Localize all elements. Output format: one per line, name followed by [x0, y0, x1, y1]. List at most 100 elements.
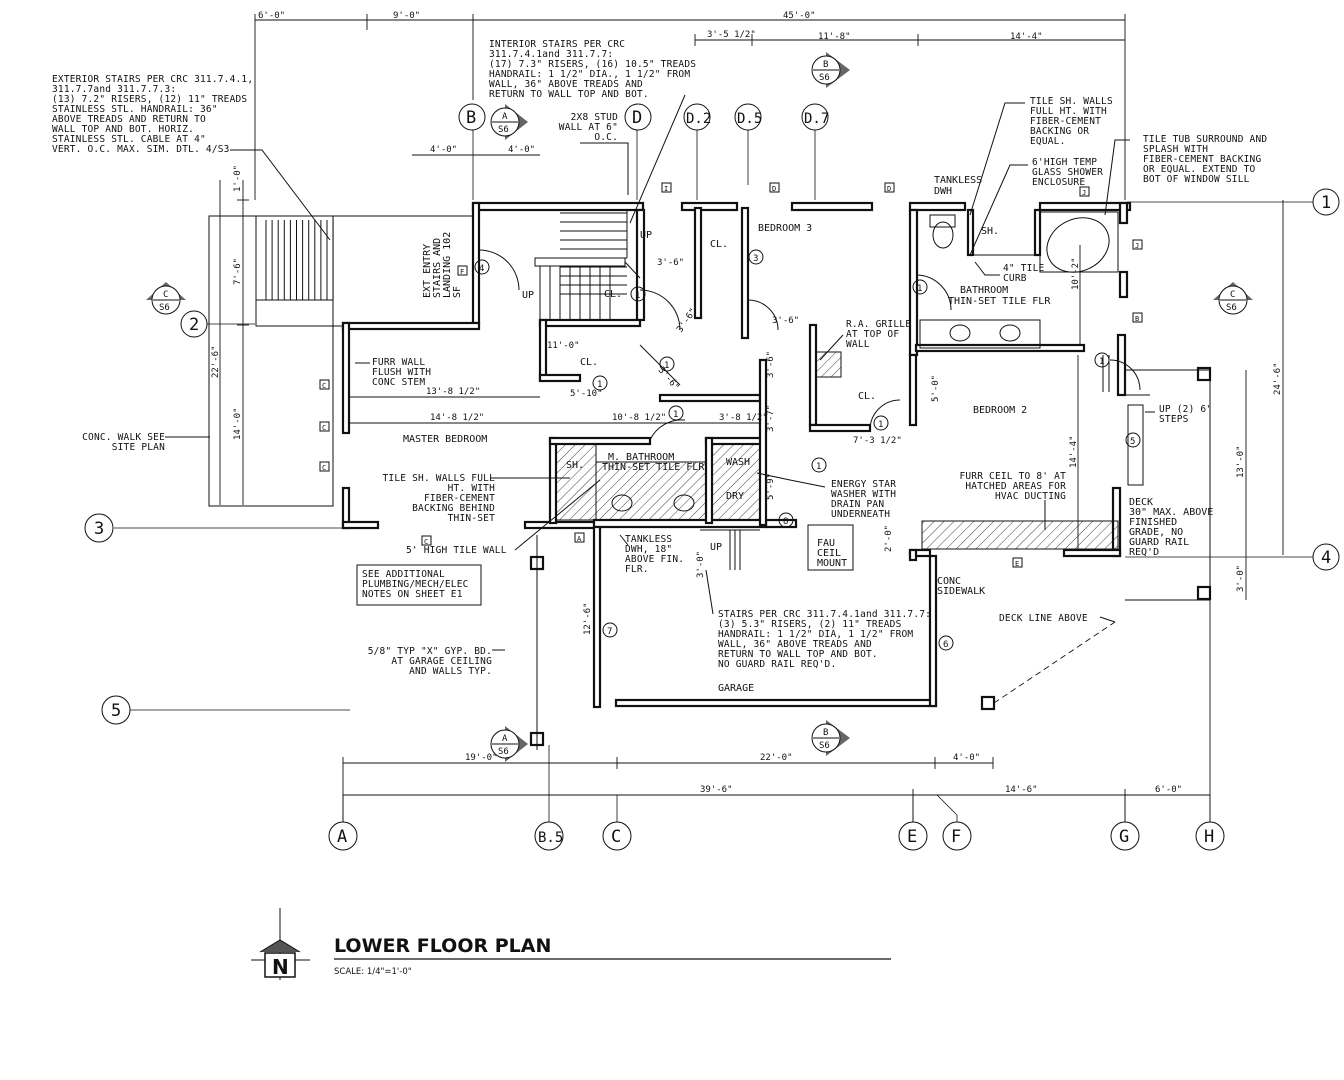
label-ext-entry-4: SF	[452, 286, 463, 298]
note-line: FLUSH WITH	[372, 367, 431, 378]
section-tag-a-bottom: A S6	[490, 726, 528, 762]
label-fau-3: MOUNT	[817, 558, 847, 569]
note-line: 5/8" TYP "X" GYP. BD.	[368, 646, 492, 657]
window-tag: J	[1132, 239, 1143, 250]
grid-bubble-E: E	[898, 821, 928, 851]
note-line: FLR.	[625, 564, 649, 575]
dim-10-2: 10'-2"	[1071, 257, 1081, 290]
grid-bubble-D5: D.5	[734, 103, 762, 131]
svg-text:B: B	[823, 60, 828, 70]
door-tag: 1	[592, 375, 608, 391]
svg-text:N: N	[272, 955, 289, 979]
dim-bot-22-0: 22'-0"	[760, 753, 793, 763]
dim-top-9-0: 9'-0"	[393, 11, 420, 21]
interior-stairs	[534, 210, 760, 570]
note-deck-line: DECK LINE ABOVE	[999, 613, 1088, 624]
door-tag: 7	[602, 622, 618, 638]
leader-lines	[165, 94, 1155, 651]
svg-text:J: J	[1082, 189, 1086, 197]
label-deck-1: DECK	[1129, 497, 1153, 508]
svg-text:3'-7": 3'-7"	[766, 405, 776, 432]
note-line: BACKING BEHIND	[412, 503, 495, 514]
label-deck-3: FINISHED	[1129, 517, 1177, 528]
svg-text:11'-0": 11'-0"	[547, 341, 580, 351]
note-line: TILE SH. WALLS FULL	[383, 473, 496, 484]
window-tag: E	[1012, 557, 1023, 568]
label-fau-1: FAU	[817, 538, 835, 549]
dim-14-4-vert: 14'-4"	[1069, 435, 1079, 468]
window-tag: C	[319, 421, 330, 432]
label-conc-sidewalk-1: CONC	[937, 576, 961, 587]
label-ext-entry-1: EXT ENTRY	[422, 244, 433, 298]
note-line: UP (2) 6"	[1159, 404, 1212, 415]
grid-bubble-5: 5	[101, 695, 131, 725]
note-line: (17) 7.3" RISERS, (16) 10.5" TREADS	[489, 59, 696, 70]
walls	[341, 201, 1212, 747]
label-shower-1: SH.	[566, 460, 584, 471]
note-line: GLASS SHOWER	[1032, 167, 1103, 178]
note-line: 2X8 STUD	[571, 112, 618, 123]
door-tag: 1	[659, 356, 675, 372]
svg-text:B: B	[466, 108, 476, 128]
dim-bot-14-6: 14'-6"	[1005, 785, 1038, 795]
grid-bubble-3: 3	[84, 513, 114, 543]
annotation-notes: EXTERIOR STAIRS PER CRC 311.7.4.1,311.7.…	[52, 39, 1267, 677]
grid-bubble-H: H	[1195, 821, 1225, 851]
note-line: O.C.	[594, 132, 618, 143]
svg-text:B.5: B.5	[538, 830, 563, 846]
note-line: WASHER WITH	[831, 489, 896, 500]
note-line: FURR CEIL TO 8' AT	[959, 471, 1066, 482]
door-tag: 5	[1125, 432, 1141, 448]
dim-7-6: 7'-6"	[233, 258, 243, 285]
dim-13-0: 13'-0"	[1236, 445, 1246, 478]
note-line: AT GARAGE CEILING	[391, 656, 492, 667]
svg-text:D: D	[887, 185, 891, 193]
room-labels: BEDROOM 3 BEDROOM 2 MASTER BEDROOM GARAG…	[403, 175, 1213, 694]
svg-text:4: 4	[479, 264, 484, 274]
room-closet-2: CL.	[604, 289, 622, 300]
section-tag-c-right: C S6	[1213, 282, 1253, 315]
svg-text:A: A	[337, 827, 347, 847]
svg-text:C: C	[322, 382, 326, 390]
svg-text:3'-8 1/2": 3'-8 1/2"	[719, 413, 768, 423]
dim-bot-39-6: 39'-6"	[700, 785, 733, 795]
svg-text:B: B	[823, 728, 828, 738]
section-tag-c-left: C S6	[146, 282, 186, 315]
room-bedroom-2: BEDROOM 2	[973, 405, 1027, 416]
north-arrow-icon: N	[251, 908, 310, 980]
note-exterior-stairs: EXTERIOR STAIRS PER CRC 311.7.4.1,311.7.…	[52, 74, 253, 155]
window-tag: F	[457, 265, 468, 276]
svg-text:D: D	[632, 108, 642, 128]
svg-text:2: 2	[189, 315, 199, 335]
note-line: HT. WITH	[448, 483, 495, 494]
svg-text:S6: S6	[498, 747, 509, 757]
svg-text:S6: S6	[1226, 303, 1237, 313]
note-line: ABOVE FIN.	[625, 554, 684, 565]
grid-bubble-D2: D.2	[683, 103, 711, 131]
door-tag: 1	[912, 279, 928, 295]
note-line: (13) 7.2" RISERS, (12) 11" TREADS	[52, 94, 247, 105]
label-ext-entry-3: LANDING 102	[442, 232, 453, 298]
note-line: AT TOP OF	[846, 329, 899, 340]
svg-text:C: C	[1230, 290, 1235, 300]
note-line: EXTERIOR STAIRS PER CRC 311.7.4.1,	[52, 74, 253, 85]
room-bathroom-floor: THIN-SET TILE FLR	[948, 296, 1051, 307]
section-tags: A S6 A S6 B S6 B S6 C	[146, 52, 1253, 762]
grid-bubble-B5: B.5	[534, 821, 564, 851]
svg-text:A: A	[502, 112, 508, 122]
svg-text:4: 4	[1321, 548, 1331, 568]
svg-text:1: 1	[816, 462, 821, 472]
svg-text:6: 6	[943, 640, 948, 650]
svg-text:5: 5	[111, 701, 121, 721]
svg-text:E: E	[1015, 560, 1019, 568]
label-tankless-dwh-2: DWH	[934, 186, 952, 197]
note-line: OR EQUAL. EXTEND TO	[1143, 164, 1256, 175]
svg-text:14'-8 1/2": 14'-8 1/2"	[430, 413, 484, 423]
note-line: SEE ADDITIONAL	[362, 569, 445, 580]
